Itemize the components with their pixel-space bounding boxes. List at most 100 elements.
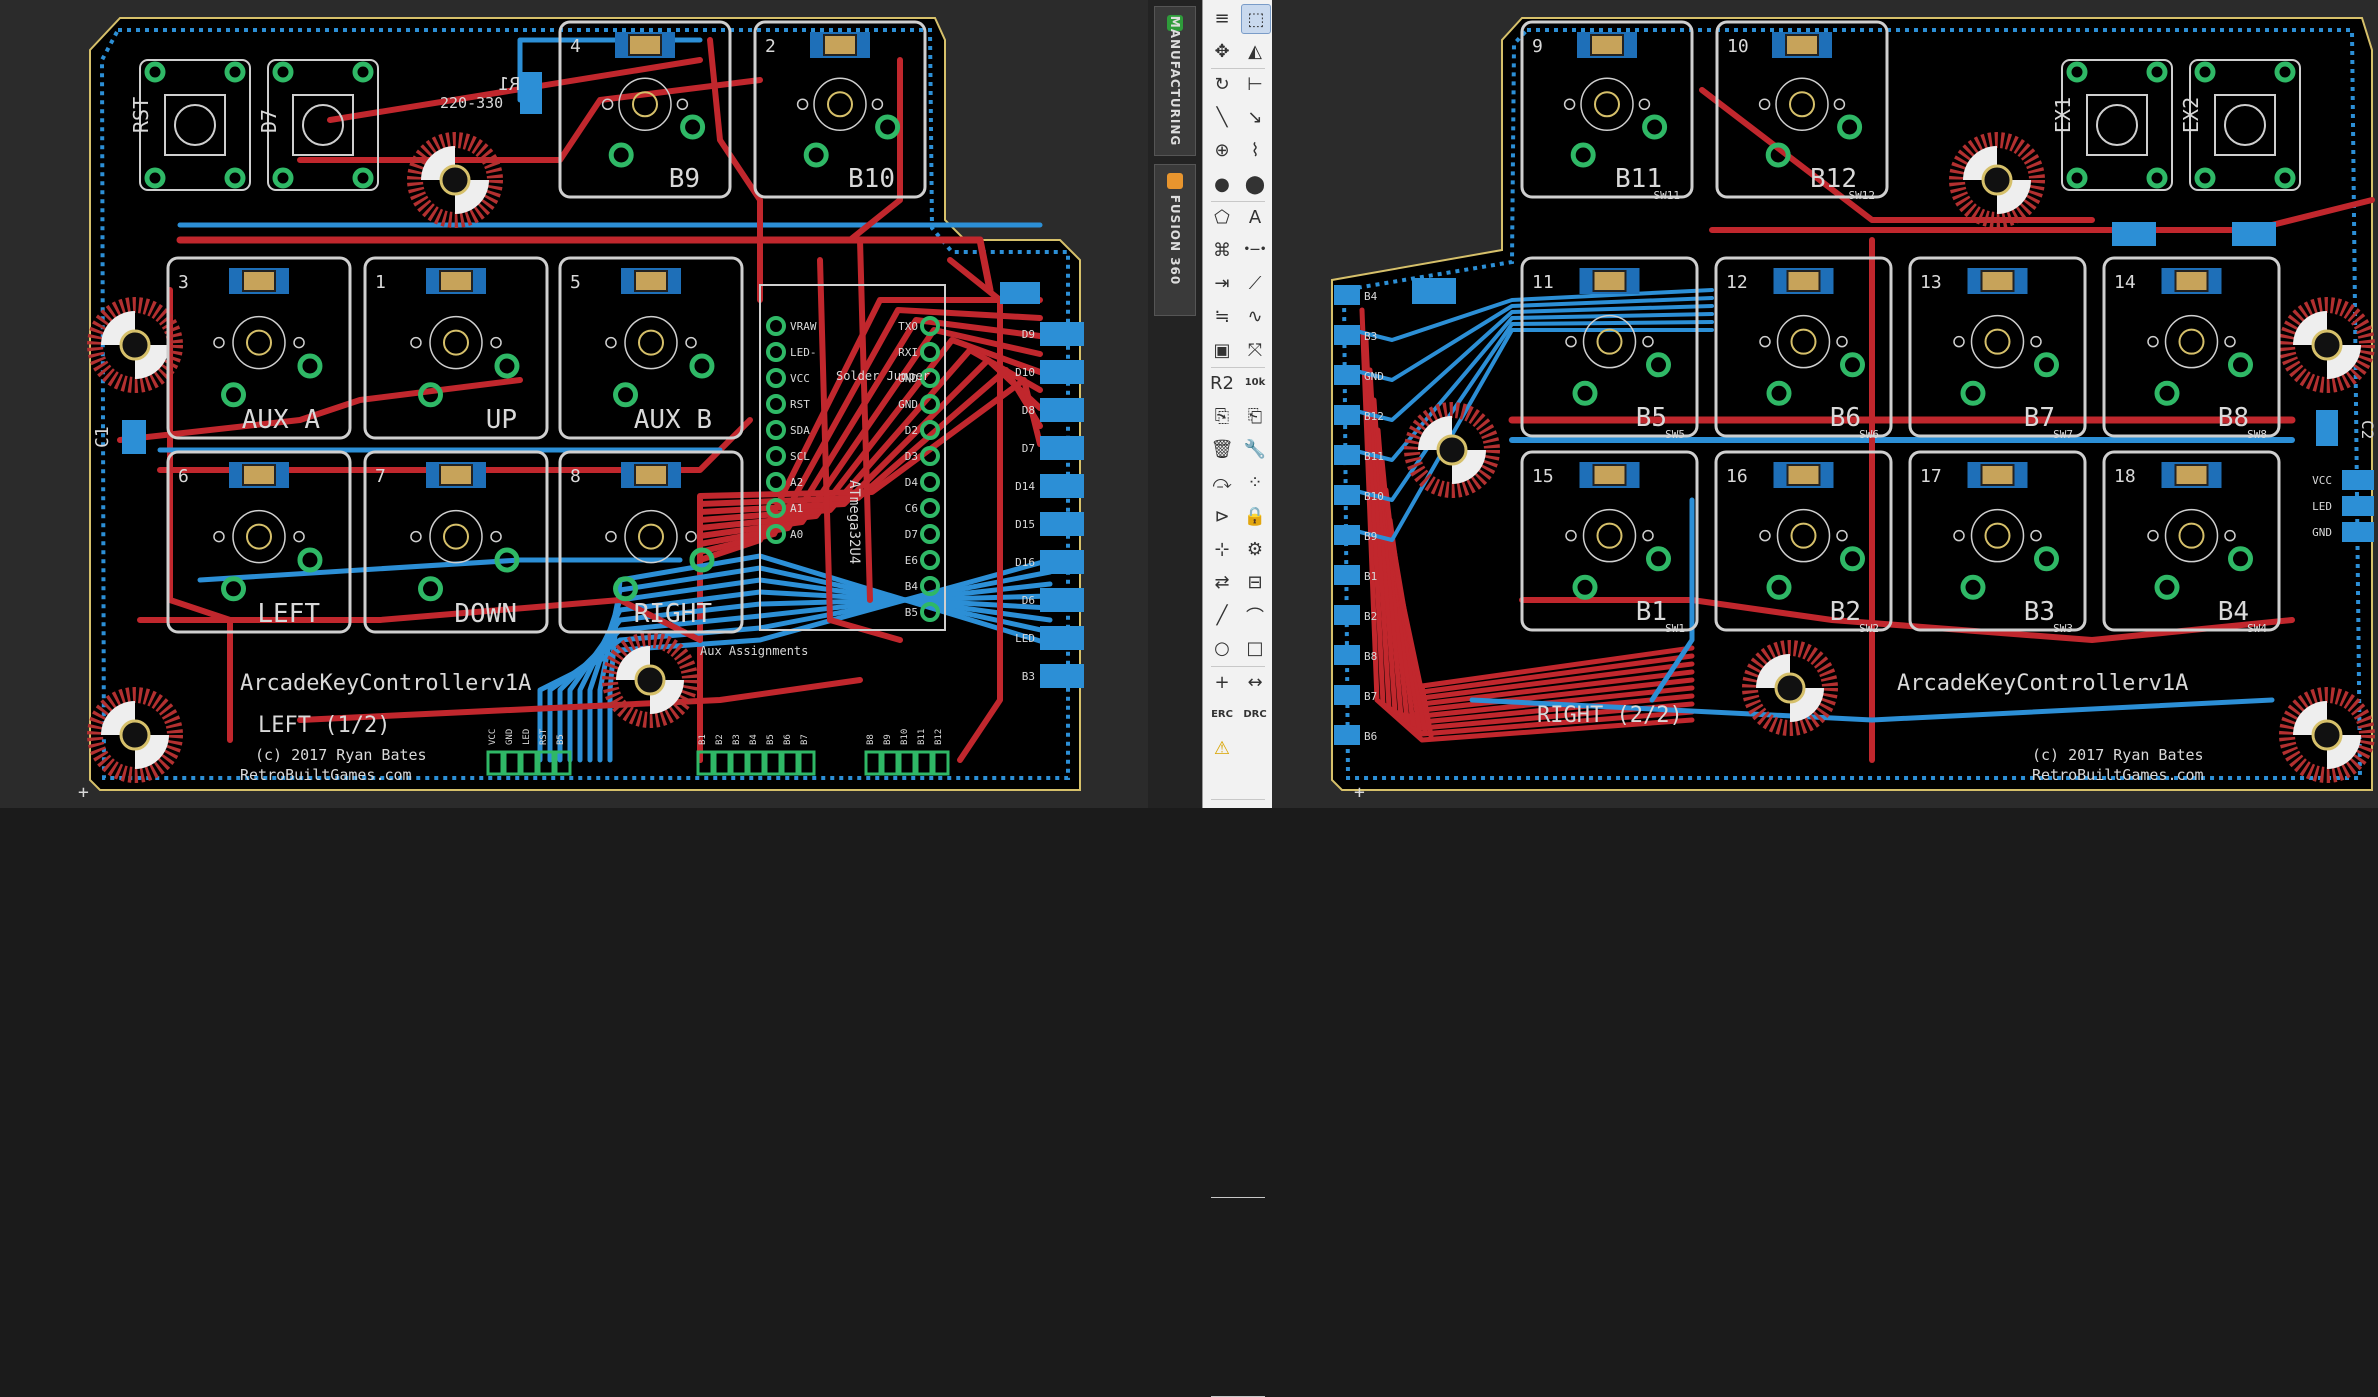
capacitor-c1[interactable] [122,420,146,454]
header-pad-c[interactable] [915,750,933,776]
split-icon[interactable]: ≒ [1214,306,1230,328]
header-pad-c[interactable] [932,750,950,776]
fanout-icon[interactable]: ⇥ [1214,273,1230,295]
capacitor-c2[interactable] [2316,410,2338,446]
edge-pad[interactable] [1334,685,1360,705]
header-pad-b[interactable] [696,750,714,776]
rotate-icon[interactable]: ↻ [1214,73,1230,95]
header-pad-b[interactable] [747,750,765,776]
warning-icon[interactable]: ⚠ [1213,737,1231,759]
miter-icon[interactable]: ∿ [1247,306,1263,328]
drc-icon[interactable]: DRC [1243,709,1267,721]
edge-pad[interactable] [1040,436,1084,460]
edge-pad[interactable] [1040,512,1084,536]
via-icon[interactable]: ● [1214,173,1230,195]
group-icon[interactable]: ⁘ [1247,472,1263,494]
header-pad-b[interactable] [781,750,799,776]
edge-pad[interactable] [1040,550,1084,574]
tact-switch[interactable]: EX2 [2179,59,2301,191]
swap-icon[interactable]: ⇄ [1214,571,1230,593]
edge-pad[interactable] [1334,725,1360,745]
header-pad-a[interactable] [503,750,521,776]
dimension-icon[interactable]: ↔ [1247,671,1263,693]
header-pad-a[interactable] [486,750,504,776]
tact-switch[interactable]: RST [129,59,251,191]
edge-pad[interactable] [1040,322,1084,346]
value-icon[interactable]: 10k [1244,377,1266,389]
edge-pad[interactable] [1000,282,1040,304]
header-pad-a[interactable] [520,750,538,776]
add-part-icon[interactable]: ▣ [1213,339,1231,361]
key-switch[interactable]: 1UP [363,256,549,440]
circle-icon[interactable]: ○ [1214,638,1230,660]
edge-pad[interactable] [1040,360,1084,384]
edge-pad[interactable] [2112,222,2156,246]
tab-fusion-360[interactable]: FUSION 360 [1154,164,1196,316]
text-icon[interactable]: A [1248,206,1262,228]
line-icon[interactable]: ╱ [1216,605,1228,627]
polygon-icon[interactable]: ⬠ [1214,206,1230,228]
connect-icon[interactable]: ⤧ [1247,339,1263,361]
key-switch[interactable]: 4B9 [558,20,732,199]
replace-icon[interactable]: ⊟ [1247,571,1263,593]
lock-icon[interactable]: 🔒 [1243,505,1267,527]
edge-pad[interactable] [1334,285,1360,305]
tag-icon[interactable]: ⊳ [1214,505,1230,527]
header-pad-b[interactable] [730,750,748,776]
edge-pad[interactable] [1412,278,1456,304]
edge-pad[interactable] [1040,626,1084,650]
edge-pad[interactable] [1334,405,1360,425]
edge-pad[interactable] [1334,325,1360,345]
resistor-r1[interactable] [520,72,542,114]
move-icon[interactable]: ✥ [1214,40,1230,62]
erc-icon[interactable]: ERC [1211,709,1233,721]
header-pad-c[interactable] [864,750,882,776]
edge-pad[interactable] [1334,605,1360,625]
edge-pad[interactable] [2342,496,2374,516]
edge-pad[interactable] [1040,588,1084,612]
paste-icon[interactable]: ⎗ [1247,405,1263,427]
edge-pad[interactable] [2342,522,2374,542]
header-pad-b[interactable] [713,750,731,776]
name-icon[interactable]: R2 [1210,372,1234,394]
header-pad-c[interactable] [898,750,916,776]
origin-icon[interactable]: + [1214,671,1230,693]
autoroute-icon[interactable]: ⊕ [1214,140,1230,162]
edge-pad[interactable] [1040,474,1084,498]
route-icon[interactable]: ╲ [1216,107,1228,129]
edge-pad[interactable] [2232,222,2276,246]
delete-icon[interactable]: 🗑 [1210,439,1234,461]
ripup-icon[interactable]: ↘ [1247,107,1263,129]
meander-icon[interactable]: ⌇ [1250,140,1260,162]
mcu-pro-micro[interactable]: VRAWLED-VCCRSTSDASCLA2A1A0TXORXIGNDGNDD2… [759,284,946,631]
header-pad-b[interactable] [798,750,816,776]
header-pad-b[interactable] [764,750,782,776]
header-pad-a[interactable] [554,750,572,776]
slice-icon[interactable]: ⟋ [1248,273,1262,295]
smash-icon[interactable]: ⤼ [1212,472,1232,494]
header-pad-a[interactable] [537,750,555,776]
edge-pad[interactable] [1334,645,1360,665]
edge-pad[interactable] [1040,398,1084,422]
tab-manufacturing[interactable]: MANUFACTURING [1154,6,1196,156]
ratsnest-icon[interactable]: ⌘ [1213,239,1231,261]
mark-icon[interactable]: ⊹ [1214,538,1230,560]
edge-pad[interactable] [1040,664,1084,688]
copy-icon[interactable]: ⎘ [1214,405,1230,427]
edge-pad[interactable] [1334,525,1360,545]
optimize-icon[interactable]: •—• [1243,244,1267,256]
